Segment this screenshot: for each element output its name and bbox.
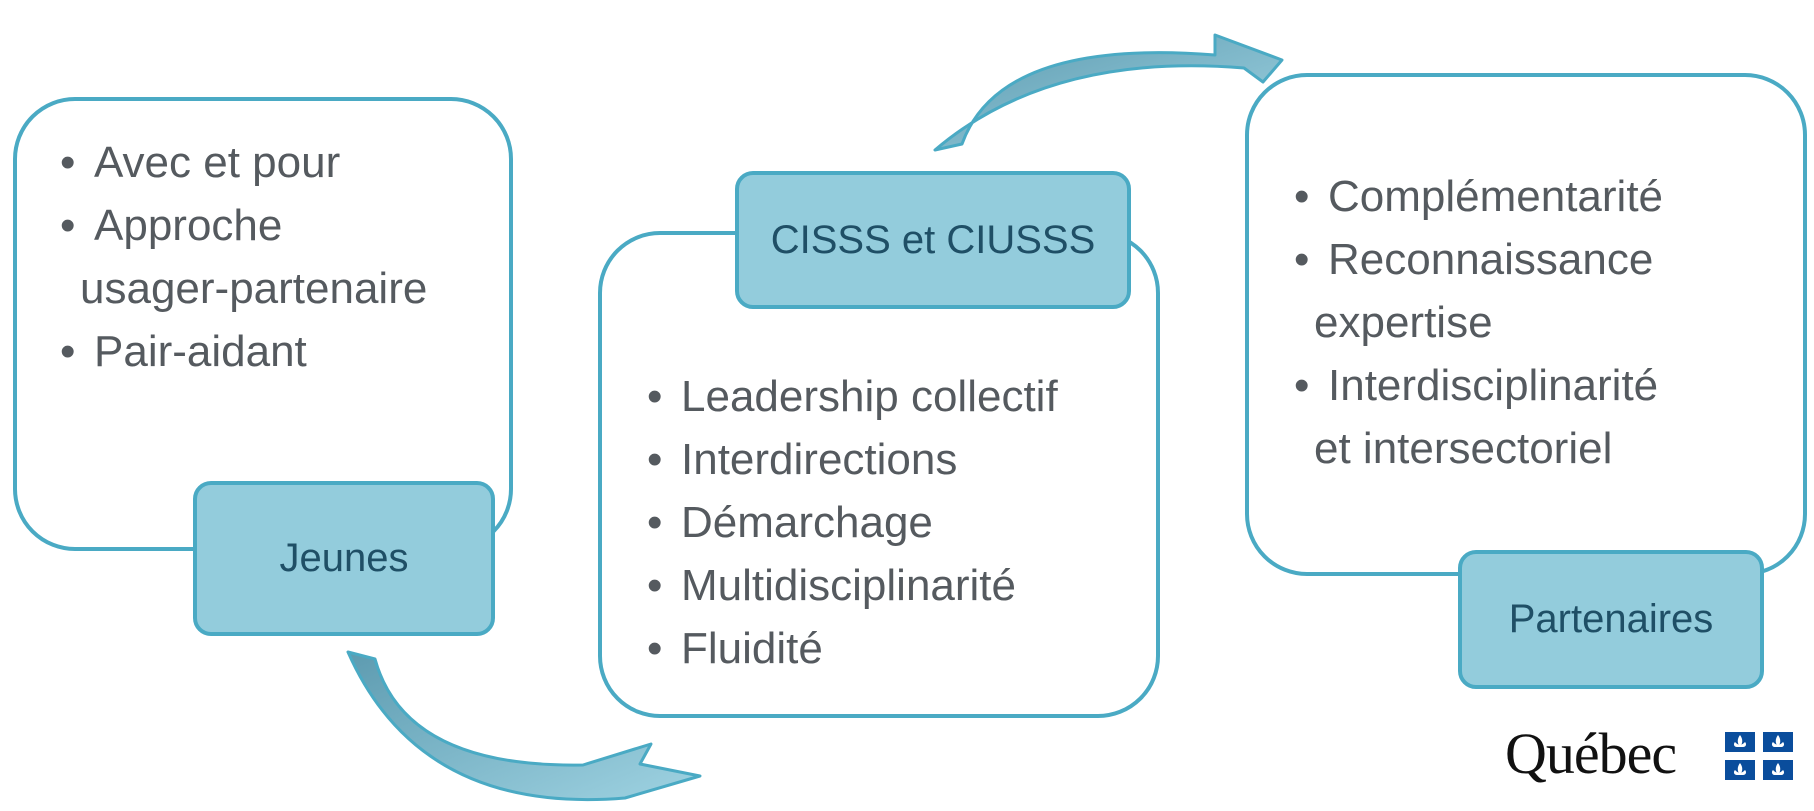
bullet-item: Fluidité [647, 617, 1147, 680]
stage-label-jeunes: Jeunes [193, 481, 495, 636]
bullet-item: Avec et pour [60, 131, 500, 194]
bullet-item: Complémentarité [1294, 165, 1794, 228]
arrow-jeunes-to-cisss [346, 650, 702, 802]
stage-label-text: Jeunes [279, 536, 409, 580]
bullet-item: Leadership collectif [647, 365, 1147, 428]
quebec-logo: Québec [1505, 722, 1795, 792]
bullet-item: Démarchage [647, 491, 1147, 554]
stage-label-text: Partenaires [1508, 597, 1714, 641]
stage-label-partenaires: Partenaires [1458, 550, 1764, 689]
stage-label-text: CISSS et CIUSSS [770, 217, 1096, 262]
bullet-item: Pair-aidant [60, 320, 500, 383]
bullet-continuation: expertise [1314, 298, 1493, 347]
stage-partenaires-bullets: Complémentarité Reconnaissanceexpertise … [1294, 165, 1794, 480]
stage-label-cisss: CISSS et CIUSSS [735, 171, 1131, 309]
bullet-continuation: et intersectoriel [1314, 424, 1613, 473]
stage-cisss-bullets: Leadership collectif Interdirections Dém… [647, 365, 1147, 680]
bullet-item: Interdirections [647, 428, 1147, 491]
quebec-wordmark: Québec [1505, 721, 1677, 786]
arrow-cisss-to-partenaires [933, 33, 1284, 152]
fleur-de-lis-flag-icon [1725, 732, 1793, 780]
bullet-item: Multidisciplinarité [647, 554, 1147, 617]
bullet-continuation: usager-partenaire [80, 264, 428, 313]
